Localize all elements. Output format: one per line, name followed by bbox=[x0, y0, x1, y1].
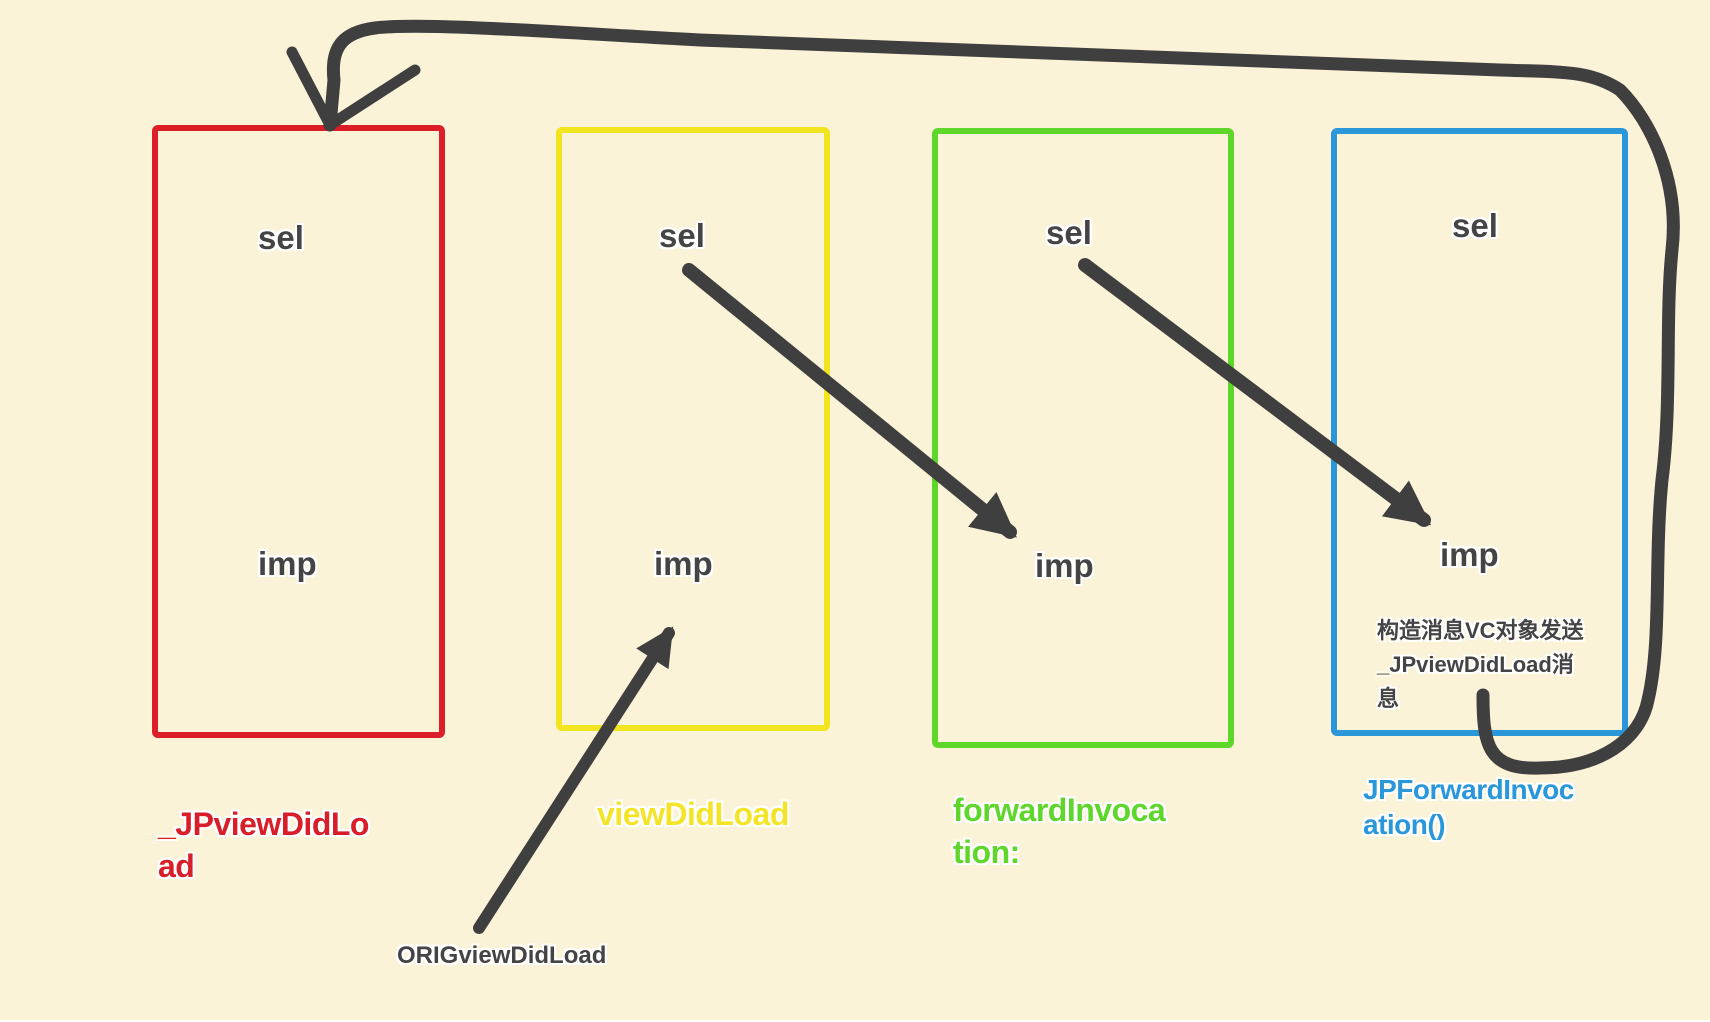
jpforwardinvocation-name: JPForwardInvoc ation() bbox=[1363, 772, 1574, 842]
jpviewdidload-name-line-1: _JPviewDidLo bbox=[158, 806, 369, 842]
blue-note-line-3: 息 bbox=[1377, 686, 1400, 711]
forwardinvocation-name-line-1: forwardInvoca bbox=[953, 792, 1166, 828]
blue-sel-label: sel bbox=[1452, 207, 1498, 244]
yellow-sel-label: sel bbox=[659, 217, 705, 254]
box-viewdidload bbox=[556, 127, 830, 731]
loop-arrowhead-right-stroke bbox=[324, 64, 421, 131]
blue-note-line-1: 构造消息VC对象发送 bbox=[1377, 618, 1584, 643]
viewdidload-name: viewDidLoad bbox=[597, 793, 789, 835]
yellow-imp-label: imp bbox=[654, 545, 713, 582]
red-sel-label: sel bbox=[258, 219, 304, 256]
green-sel-label: sel bbox=[1046, 214, 1092, 251]
jpforwardinvocation-name-line-2: ation() bbox=[1363, 809, 1446, 840]
blue-note: 构造消息VC对象发送 _JPviewDidLoad消 息 bbox=[1377, 614, 1637, 716]
arrow-viewdidload-to-forwardinvocation bbox=[682, 263, 1017, 539]
box-forwardinvocation bbox=[932, 128, 1234, 748]
loop-arrowhead-left-stroke bbox=[286, 46, 336, 131]
green-imp-label: imp bbox=[1035, 547, 1094, 584]
arrow-orig-to-viewdidload-imp bbox=[473, 626, 675, 934]
red-imp-label: imp bbox=[258, 545, 317, 582]
forwardinvocation-name-line-2: tion: bbox=[953, 834, 1020, 870]
jpviewdidload-name: _JPviewDidLo ad bbox=[158, 803, 369, 887]
jpforwardinvocation-name-line-1: JPForwardInvoc bbox=[1363, 774, 1574, 805]
jpviewdidload-name-line-2: ad bbox=[158, 848, 195, 884]
blue-imp-label: imp bbox=[1440, 536, 1499, 573]
loop-arrow-jpforwardinvocation-to-jpviewdidload bbox=[323, 19, 1680, 775]
arrow-forwardinvocation-to-jpforwardinvocation bbox=[1078, 258, 1432, 527]
orig-viewdidload-label: ORIGviewDidLoad bbox=[397, 942, 607, 969]
blue-note-line-2: _JPviewDidLoad消 bbox=[1377, 652, 1574, 677]
viewdidload-name-line-1: viewDidLoad bbox=[597, 796, 789, 832]
box-jpviewdidload bbox=[152, 125, 445, 738]
forwardinvocation-name: forwardInvoca tion: bbox=[953, 789, 1166, 873]
